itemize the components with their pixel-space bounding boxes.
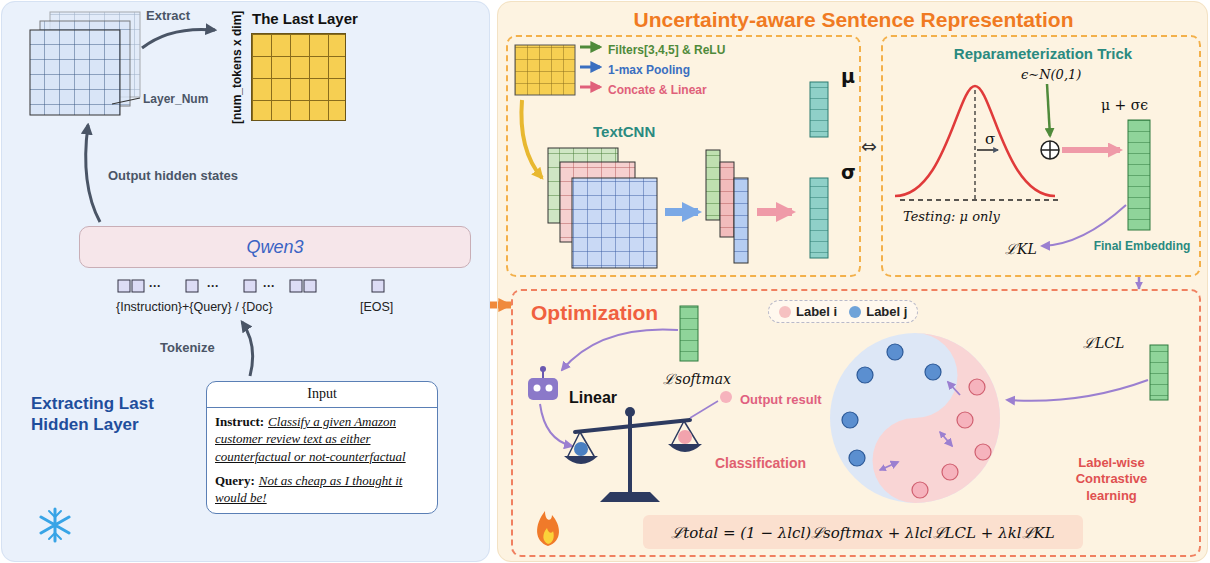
label-text: ··· (263, 279, 275, 293)
node-text: σ (985, 130, 995, 148)
legend-item: Label i (779, 304, 837, 319)
node-text: TextCNN (593, 123, 655, 140)
model-box: Qwen3 (79, 226, 471, 268)
node-text: Uncertainty-aware Sentence Representatio… (498, 8, 1209, 32)
node-text: σ (841, 161, 856, 183)
label-text: Output hidden states (108, 168, 238, 183)
text-group: Input (207, 382, 437, 408)
legend-item: Label j (849, 304, 907, 319)
node-text: Query: (215, 473, 255, 488)
node-text: Filters[3,4,5] & ReLU (608, 43, 725, 57)
label-text: ··· (207, 279, 219, 293)
node-text: Input (307, 386, 337, 401)
module-box: OptimizationLinear ℒsoftmaxOutput resultC… (511, 289, 1201, 557)
text-group: Query:Not as cheap as I thought it would… (207, 468, 437, 513)
panel-region: Extracting Last Hidden LayerQwen3InputIn… (1, 1, 490, 562)
text-group: Instruct:Classify a given Amazon custome… (207, 408, 437, 468)
node-text: μ + σϵ (1101, 97, 1148, 113)
connector-arrow (490, 302, 511, 309)
node-text: Reparameterization Trick (883, 45, 1203, 62)
node-text: ℒtotal = (1 − λlcl)ℒsoftmax + λlclℒLCL +… (671, 524, 1054, 542)
legend-swatch (849, 306, 861, 318)
module-box: Filters[3,4,5] & ReLU 1-max PoolingConcat… (506, 35, 861, 277)
node-text: Instruct: (215, 414, 264, 429)
module-box: Reparameterization Trick ϵ∼N(0,1) σ μ + σϵ T… (881, 35, 1201, 277)
node-text: [num_tokens x dim] (230, 11, 244, 124)
connector-arrow (1138, 277, 1141, 289)
node-text: 1-max Pooling (608, 63, 690, 77)
node-text: ϵ∼N(0,1) (1021, 67, 1081, 82)
label-text: [EOS] (360, 300, 393, 314)
label-text: ⇔ (861, 137, 877, 156)
label-text: ··· (149, 279, 161, 293)
node-text: Final Embedding (1087, 239, 1197, 253)
legend-text: Label i (796, 304, 837, 319)
label-text: Tokenize (160, 340, 215, 355)
panel-region: Uncertainty-aware Sentence Representatio… (497, 1, 1208, 562)
legend-swatch (779, 306, 791, 318)
label-text: {Instruction}+{Query} / {Doc} (116, 300, 273, 314)
node-text: Testing: μ only (903, 209, 1000, 224)
formula-box: ℒtotal = (1 − λlcl)ℒsoftmax + λlclℒLCL +… (643, 515, 1083, 549)
node-text: ℒLCL (1083, 333, 1124, 352)
node-text: Qwen3 (246, 237, 303, 257)
node-text: ℒKL (1005, 239, 1037, 258)
node-text: Concate & Linear (608, 83, 707, 97)
label-text: Layer_Num (143, 92, 208, 106)
node-text: μ (841, 65, 855, 87)
node-text: Linear (569, 389, 617, 407)
node-text: Optimization (531, 301, 658, 325)
text-group: ℒtotal = (1 − λlcl)ℒsoftmax + λlclℒLCL +… (671, 522, 1054, 542)
legend-box: Label i Label j (768, 300, 918, 323)
node-text: Extracting Last Hidden Layer (31, 393, 181, 436)
label-text: Extract (146, 8, 190, 23)
legend-text: Label j (866, 304, 907, 319)
input-box: InputInstruct:Classify a given Amazon cu… (206, 381, 438, 514)
node-text: Output result (740, 392, 822, 407)
node-text: ℒsoftmax (663, 369, 731, 388)
node-text: Label-wise Contrastive learning (1049, 455, 1174, 504)
node-text: The Last Layer (252, 10, 358, 27)
node-text: Classification (715, 455, 806, 471)
layer-grid: The Last Layer[num_tokens x dim] (251, 33, 346, 121)
text-group: Qwen3 (246, 237, 303, 258)
